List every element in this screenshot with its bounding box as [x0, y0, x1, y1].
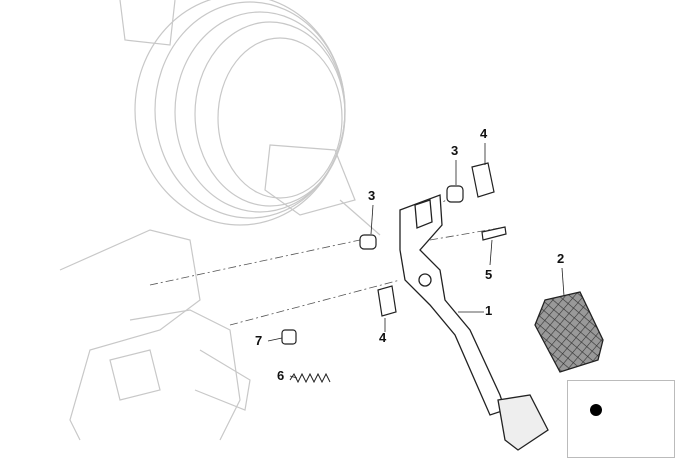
clip-4-top: [471, 162, 495, 198]
callout-7: 7: [255, 333, 263, 348]
clip-4-bottom: [377, 285, 397, 317]
callout-6: 6: [277, 368, 285, 383]
callout-2: 2: [557, 251, 565, 266]
bushing-3-left: [359, 234, 377, 250]
callout-4-top: 4: [480, 126, 488, 141]
pedal-pad-2: [534, 291, 604, 373]
pin-5: [481, 226, 507, 241]
stop-7: [281, 329, 297, 345]
callout-4-bottom: 4: [379, 330, 387, 345]
callout-3-left: 3: [368, 188, 376, 203]
brake-booster: [59, 0, 381, 441]
bushing-3-top: [446, 185, 464, 203]
callout-5: 5: [485, 267, 493, 282]
callout-1: 1: [485, 303, 493, 318]
legend-box: [567, 380, 675, 458]
spring-6: [289, 372, 331, 384]
filled-dot-icon: [590, 404, 602, 416]
callout-3-top: 3: [451, 143, 459, 158]
brake-pedal: [399, 194, 549, 451]
